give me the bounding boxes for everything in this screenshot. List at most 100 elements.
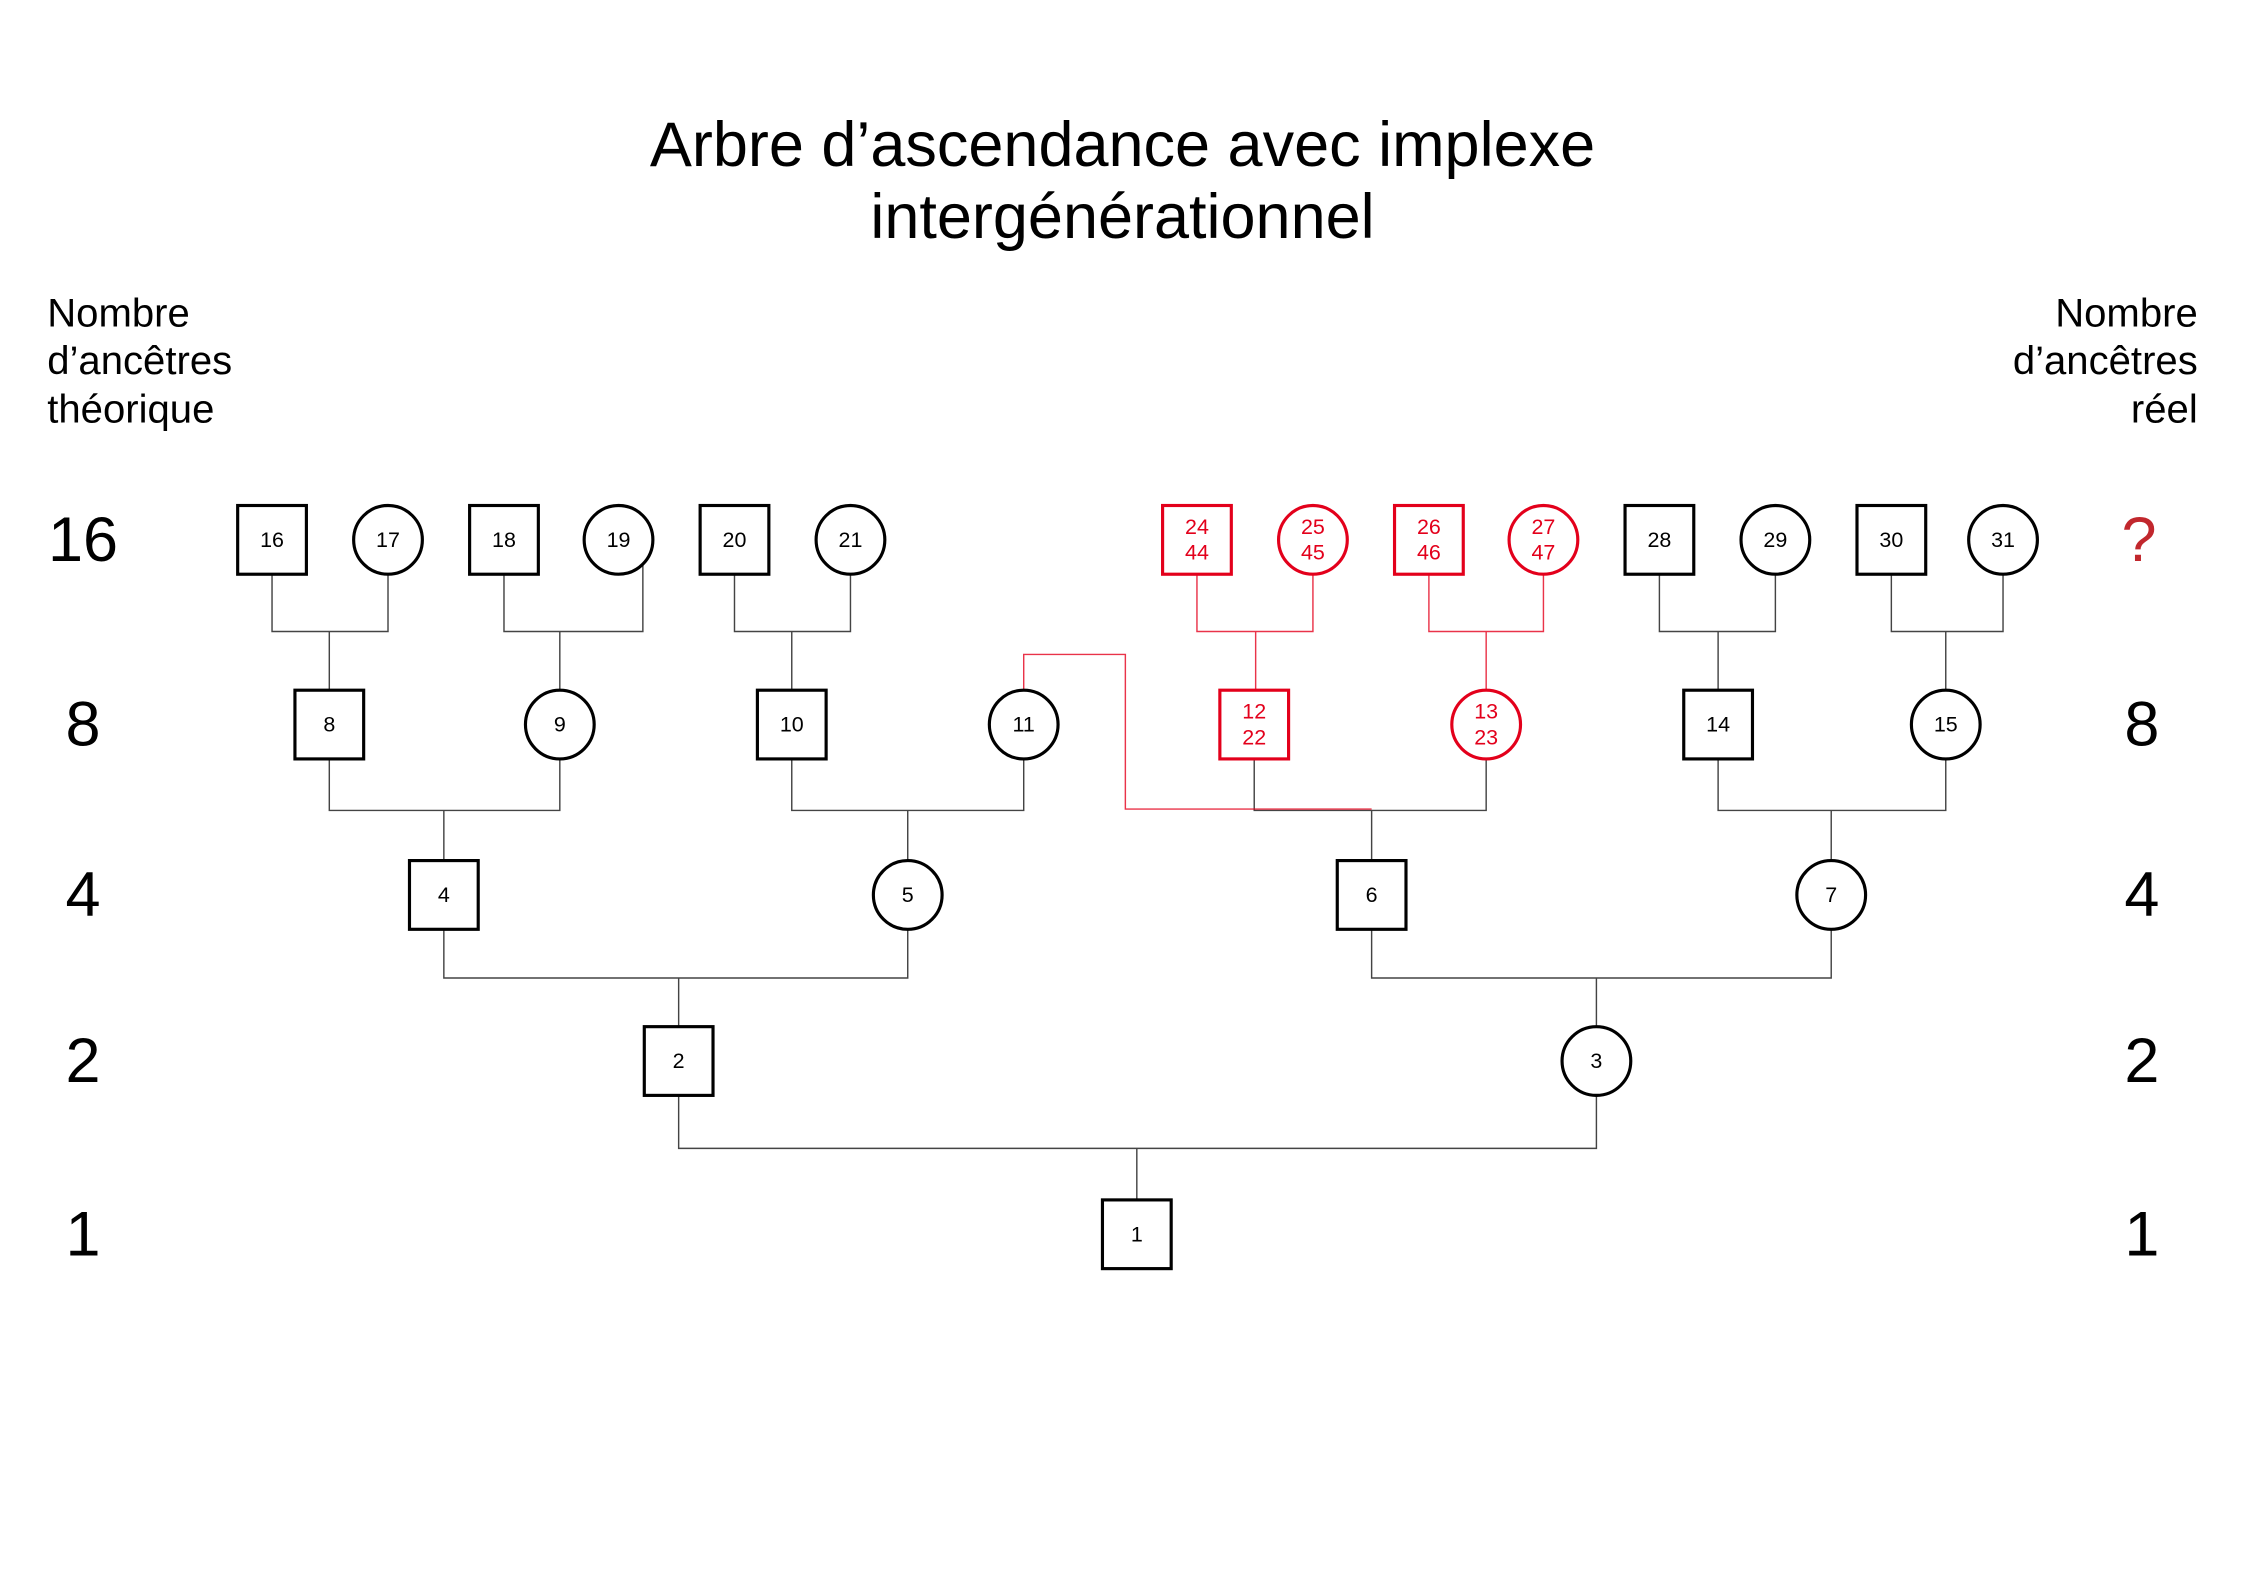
sosa-number: 31 [1991,528,2015,552]
person-node-9: 9 [523,688,596,761]
theoretical-count-header: Nombre d’ancêtres théorique [47,292,232,432]
sosa-number: 1 [1131,1222,1143,1246]
sosa-number: 9 [554,713,566,737]
person-circle [1795,859,1868,931]
person-circle [1450,688,1523,761]
person-node-11: 11 [987,688,1060,761]
sosa-number: 10 [780,713,804,737]
sosa-number: 17 [376,528,400,552]
person-circle [582,503,655,576]
person-square [755,688,828,761]
sosa-number: 8 [323,713,335,737]
sosa-number: 45 [1301,541,1325,565]
theoretical-count: 1 [66,1199,101,1269]
theoretical-count: 16 [48,505,118,575]
person-circle [1507,503,1580,576]
parent-link [791,758,1025,861]
real-count: 2 [2124,1026,2159,1096]
person-node-14: 14 [1682,688,1755,761]
title-line-2: intergénérationnel [870,182,1374,252]
parent-link [1658,574,1777,691]
parent-link [733,574,852,691]
parent-link [328,758,561,861]
sosa-number: 11 [1013,713,1035,737]
sosa-number: 18 [492,528,516,552]
person-square [1335,859,1408,931]
parent-link [443,929,909,1027]
person-node-18: 18 [468,503,540,576]
person-node-10: 10 [755,688,828,761]
person-square [1392,503,1465,576]
person-node-17: 17 [352,503,424,576]
title-line-1: Arbre d’ascendance avec implexe [650,110,1595,180]
person-node-8: 8 [293,688,366,761]
theoretical-header-line-2: d’ancêtres [47,339,232,383]
parent-link [1370,929,1832,1027]
person-node-30: 30 [1855,503,1928,576]
person-square [236,503,308,576]
sosa-number: 46 [1417,541,1441,565]
person-node-28: 28 [1623,503,1696,576]
person-node-1: 1 [1100,1198,1173,1271]
person-circle [1560,1025,1633,1097]
sosa-number: 47 [1531,541,1555,565]
person-circle [523,688,596,761]
person-square [407,859,480,931]
person-circle [1967,503,2039,576]
sosa-number: 23 [1474,725,1498,749]
person-node-21: 21 [814,503,887,576]
person-node-2: 2 [642,1025,715,1097]
person-square [642,1025,715,1097]
person-node-5: 5 [871,859,944,931]
person-circle [871,859,944,931]
person-square [468,503,540,576]
sosa-number: 5 [902,883,914,907]
person-circle [1276,503,1349,576]
sosa-number: 30 [1879,528,1903,552]
parent-link [677,1095,1598,1200]
real-count-column: ? 8 4 2 1 [2122,505,2160,1269]
person-node-6: 6 [1335,859,1408,931]
diagram-title: Arbre d’ascendance avec implexe intergén… [650,110,1595,252]
theoretical-count-column: 16 8 4 2 1 [48,505,118,1269]
person-circle [1739,503,1812,576]
sosa-number: 25 [1301,515,1325,539]
real-count-unknown: ? [2122,505,2157,575]
person-square [1161,503,1233,576]
person-square [1855,503,1928,576]
parent-link [1890,574,2004,691]
theoretical-header-line-1: Nombre [47,292,190,336]
real-count-header: Nombre d’ancêtres réel [2013,292,2198,432]
parent-link [1717,758,1947,861]
sosa-number: 2 [673,1049,685,1073]
parent-link [271,574,389,691]
sosa-number: 19 [607,528,631,552]
sosa-number: 28 [1647,528,1671,552]
theoretical-count: 4 [66,860,101,930]
person-square [698,503,771,576]
person-circle [352,503,424,576]
person-square [1100,1198,1173,1271]
person-square [1682,688,1755,761]
sosa-number: 16 [260,528,284,552]
person-node-29: 29 [1739,503,1812,576]
sosa-number: 6 [1366,883,1378,907]
person-node-4: 4 [407,859,480,931]
real-count: 1 [2124,1199,2159,1269]
sosa-number: 14 [1706,713,1730,737]
person-node-16: 16 [236,503,308,576]
sosa-number: 13 [1474,700,1498,724]
implex-parent-link [1196,574,1314,691]
sosa-number: 26 [1417,515,1441,539]
sosa-number: 3 [1590,1049,1602,1073]
real-header-line-2: d’ancêtres [2013,339,2198,383]
sosa-number: 12 [1242,700,1266,724]
sosa-number: 20 [723,528,747,552]
implex-cross-link [1022,653,1372,810]
